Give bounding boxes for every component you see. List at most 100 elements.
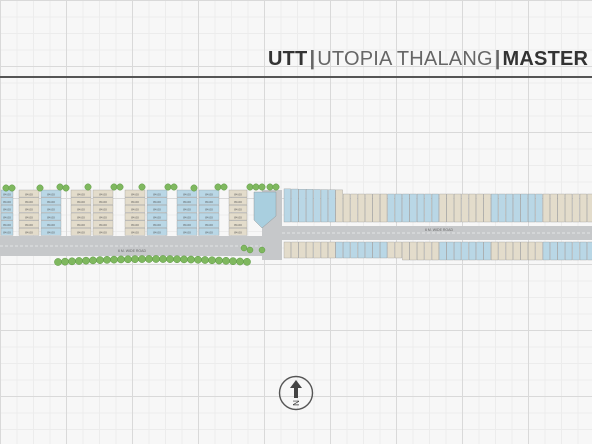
lot-area-label: 84.00 bbox=[99, 223, 107, 227]
tree bbox=[131, 255, 139, 263]
lot bbox=[579, 193, 587, 223]
lot-area-label: 84.00 bbox=[47, 231, 55, 235]
tree bbox=[2, 184, 10, 192]
lot bbox=[587, 241, 592, 261]
lot bbox=[0, 220, 14, 228]
lot-area-label: 84.00 bbox=[77, 192, 85, 196]
title-underline bbox=[0, 76, 592, 78]
tree bbox=[54, 258, 62, 266]
lot-area-label: 84.00 bbox=[77, 215, 85, 219]
lot bbox=[306, 241, 314, 259]
tree bbox=[124, 255, 132, 264]
lot bbox=[0, 205, 14, 213]
lot bbox=[491, 241, 499, 261]
lot bbox=[283, 241, 291, 259]
lot bbox=[70, 189, 92, 198]
lot bbox=[498, 193, 506, 223]
lot-area-label: 84.00 bbox=[25, 231, 33, 235]
tree bbox=[190, 184, 198, 192]
clubhouse-pool bbox=[253, 191, 277, 229]
lot bbox=[176, 205, 198, 213]
tree bbox=[272, 183, 280, 191]
tree bbox=[208, 256, 216, 265]
lot bbox=[483, 241, 491, 261]
lot bbox=[18, 212, 40, 221]
lot bbox=[146, 220, 168, 228]
road-label-west: 6 M. WIDE ROAD bbox=[118, 249, 146, 253]
lot bbox=[18, 228, 40, 236]
lot-area-label: 84.00 bbox=[25, 223, 33, 227]
lot bbox=[228, 220, 248, 228]
tree bbox=[201, 256, 209, 264]
tree bbox=[82, 256, 90, 265]
lot bbox=[520, 193, 528, 223]
lot-area-label: 84.00 bbox=[77, 200, 85, 204]
lot-area-label: 84.00 bbox=[99, 200, 107, 204]
north-arrow-icon: N bbox=[278, 375, 314, 411]
lot bbox=[124, 212, 146, 221]
lot-area-label: 84.00 bbox=[25, 215, 33, 219]
lot bbox=[550, 241, 558, 261]
lot-area-label: 84.00 bbox=[205, 215, 213, 219]
lot bbox=[70, 212, 92, 221]
tree bbox=[138, 183, 146, 191]
lot bbox=[335, 189, 343, 223]
lot bbox=[146, 197, 168, 205]
tree bbox=[103, 255, 111, 264]
lot-area-label: 84.00 bbox=[47, 192, 55, 196]
tree bbox=[170, 183, 178, 191]
lot-area-label: 84.00 bbox=[47, 223, 55, 227]
lot bbox=[335, 241, 343, 259]
lot bbox=[0, 212, 14, 221]
tree bbox=[240, 244, 248, 252]
lot bbox=[365, 193, 373, 223]
tree bbox=[180, 255, 188, 264]
lot-area-label: 84.00 bbox=[183, 223, 191, 227]
lot bbox=[461, 241, 469, 261]
tree bbox=[36, 184, 44, 192]
lot bbox=[320, 241, 328, 259]
tree bbox=[117, 255, 125, 264]
tree bbox=[246, 246, 254, 254]
lot bbox=[146, 212, 168, 221]
tree bbox=[246, 183, 254, 191]
lot bbox=[535, 241, 543, 261]
trees-layer bbox=[2, 183, 280, 266]
tree bbox=[89, 256, 97, 265]
lot bbox=[176, 189, 198, 198]
lot bbox=[176, 212, 198, 221]
lot bbox=[417, 193, 425, 223]
lot-area-label: 84.00 bbox=[131, 208, 139, 212]
tree bbox=[68, 257, 76, 266]
lot bbox=[40, 205, 62, 213]
lot bbox=[198, 220, 220, 228]
lot-area-label: 84.00 bbox=[131, 200, 139, 204]
tree bbox=[243, 258, 251, 266]
lot bbox=[124, 205, 146, 213]
tree bbox=[75, 257, 83, 265]
lot bbox=[18, 205, 40, 213]
title-project: UTOPIA THALANG bbox=[317, 48, 493, 70]
lot-area-label: 84.00 bbox=[205, 231, 213, 235]
lot bbox=[528, 241, 536, 261]
lot-area-label: 84.00 bbox=[99, 215, 107, 219]
lot bbox=[513, 241, 521, 261]
tree bbox=[194, 255, 202, 264]
lot bbox=[454, 241, 462, 261]
drawing-title: UTT|UTOPIA THALANG|MASTER P bbox=[268, 48, 592, 71]
lot bbox=[328, 241, 336, 259]
lot-area-label: 84.00 bbox=[3, 192, 11, 196]
lot bbox=[70, 228, 92, 236]
tree bbox=[266, 183, 274, 191]
lot bbox=[394, 193, 402, 223]
tree bbox=[138, 255, 146, 263]
lot bbox=[505, 193, 513, 223]
lot bbox=[350, 193, 358, 223]
lot bbox=[409, 193, 417, 223]
lot-area-label: 84.00 bbox=[153, 192, 161, 196]
tree bbox=[222, 257, 230, 265]
lot-area-label: 84.00 bbox=[77, 223, 85, 227]
lot bbox=[198, 228, 220, 236]
lot-area-label: 84.00 bbox=[153, 215, 161, 219]
tree bbox=[62, 184, 70, 192]
